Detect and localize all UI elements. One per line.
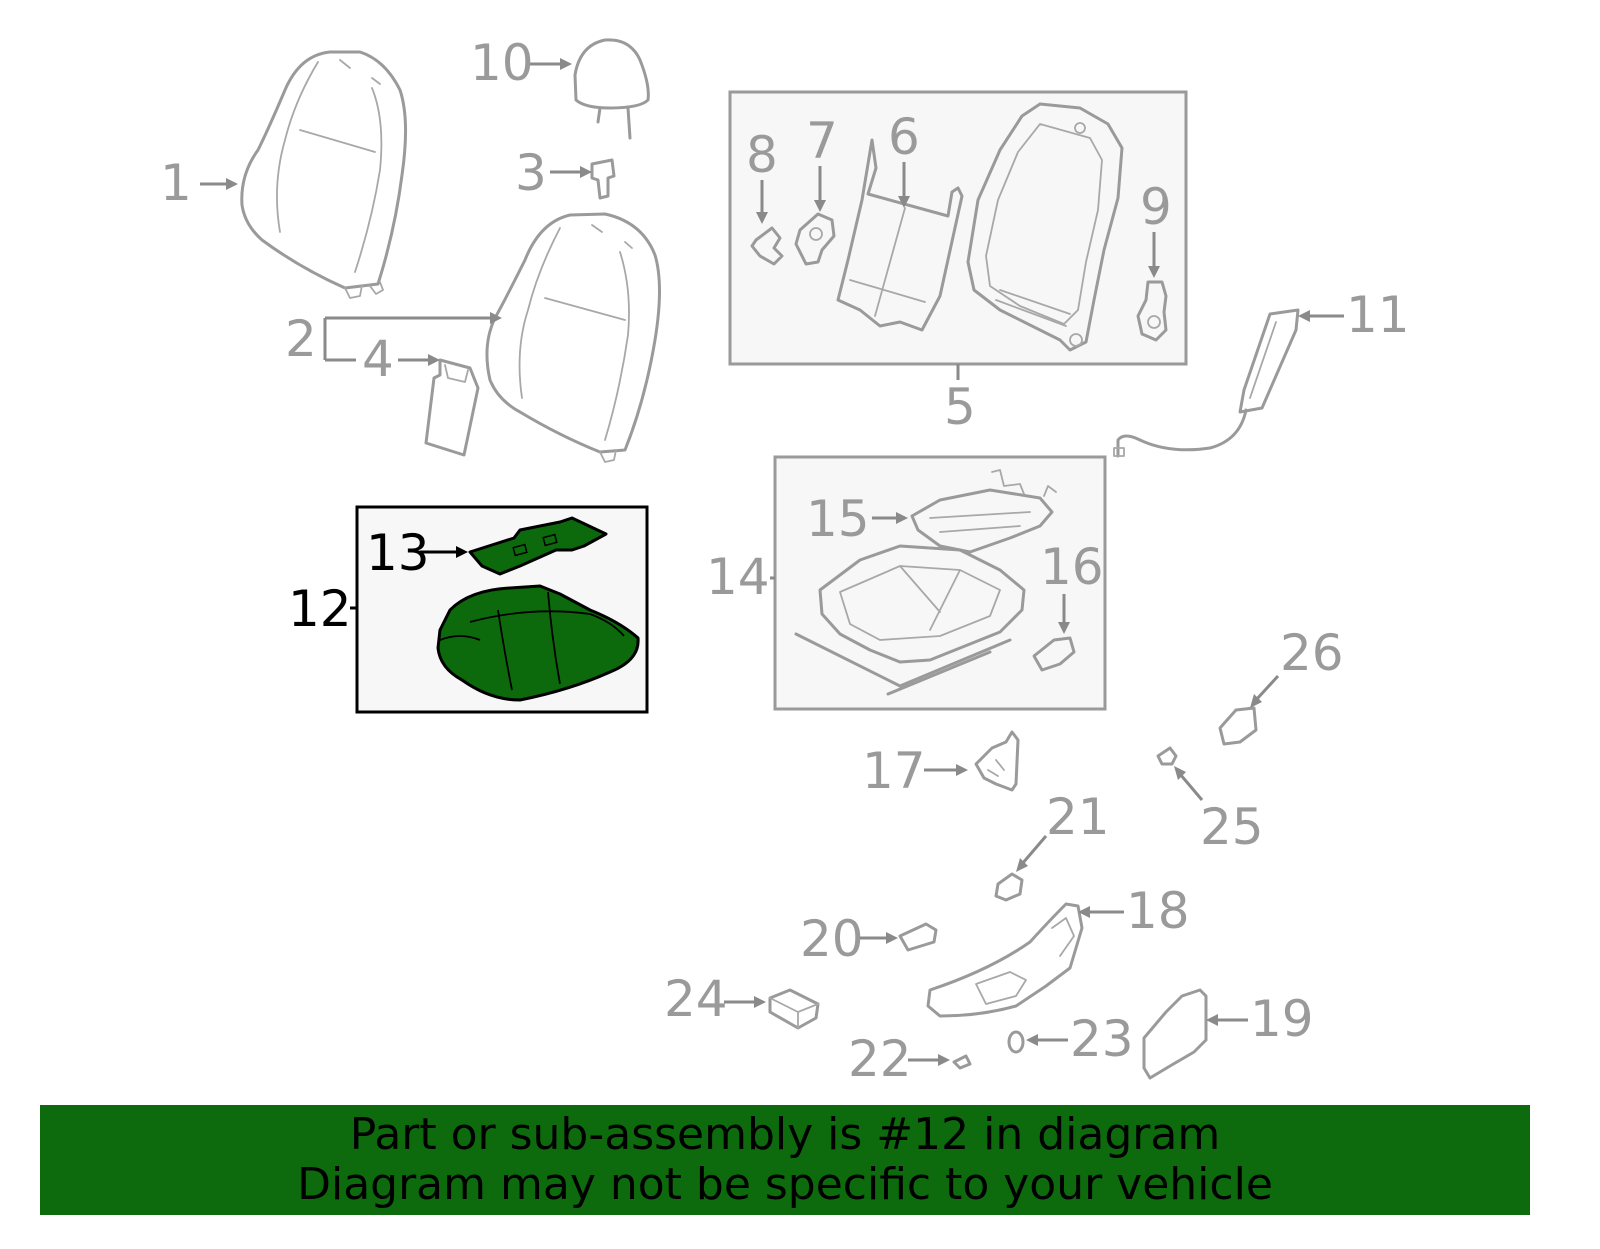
leader-13-arrow [456, 546, 468, 558]
callout-21: 21 [1046, 788, 1110, 846]
callout-26: 26 [1280, 624, 1344, 682]
callout-1: 1 [160, 154, 192, 212]
callout-24: 24 [664, 970, 728, 1028]
part-23-grommet [1007, 1030, 1025, 1054]
part-7-recliner [794, 212, 836, 266]
callout-2: 2 [285, 310, 317, 368]
group-5-frame-box [728, 90, 1188, 366]
footer-line-1: Part or sub-assembly is #12 in diagram [349, 1109, 1221, 1160]
part-1-seatback-cover [240, 50, 408, 299]
callout-8: 8 [746, 126, 778, 184]
leader-26 [1254, 674, 1280, 702]
part-3-guide [590, 158, 616, 200]
seatback-frame [966, 102, 1124, 352]
leader-1-arrow [226, 178, 238, 190]
leader-17-arrow [956, 764, 968, 776]
part-17-harness-bracket [974, 730, 1020, 792]
part-25-clip [1156, 746, 1178, 766]
leader-16-arrow [1058, 622, 1070, 634]
leader-10-arrow [560, 58, 572, 70]
part-10-headrest [573, 38, 650, 140]
callout-10: 10 [470, 34, 534, 92]
leader-9-arrow [1148, 266, 1160, 278]
callout-22: 22 [848, 1030, 912, 1088]
leader-7-arrow [814, 200, 826, 212]
part-9-motor [1136, 280, 1168, 342]
leader-20-arrow [886, 932, 898, 944]
callout-19: 19 [1250, 990, 1314, 1048]
leader-25 [1178, 773, 1204, 801]
leader-4-arrow [428, 354, 440, 366]
leader-15-arrow [896, 512, 908, 524]
seat-track-frame [794, 544, 1026, 696]
leader-23-arrow [1026, 1034, 1038, 1046]
part-16-switch [1032, 636, 1076, 672]
leader-19-arrow [1206, 1014, 1218, 1026]
callout-6: 6 [888, 108, 920, 166]
callout-12: 12 [288, 580, 352, 638]
leader-26-arrow [1250, 694, 1262, 708]
callout-14: 14 [706, 548, 770, 606]
part-20-switch-knob [898, 922, 938, 952]
leader-2-arrow [490, 312, 502, 324]
callout-5: 5 [944, 378, 976, 436]
part-12-seat-cushion [436, 584, 640, 702]
leader-21-arrow [1016, 858, 1028, 872]
leader-21 [1020, 835, 1048, 865]
leader-25-arrow [1174, 766, 1186, 780]
footer-banner: Part or sub-assembly is #12 in diagram D… [40, 1105, 1530, 1215]
leader-18-arrow [1078, 906, 1090, 918]
callout-16: 16 [1040, 538, 1104, 596]
callout-9: 9 [1140, 178, 1172, 236]
leader-3-arrow [580, 166, 592, 178]
callout-25: 25 [1200, 798, 1264, 856]
part-11-side-airbag [1113, 308, 1300, 458]
part-21-knob [994, 872, 1024, 902]
part-2-seatback-assembly [485, 212, 661, 463]
leader-2 [323, 316, 494, 362]
callout-18: 18 [1126, 882, 1190, 940]
leader-22-arrow [938, 1054, 950, 1066]
leader-8-arrow [756, 212, 768, 224]
callout-3: 3 [515, 144, 547, 202]
part-4-board [424, 358, 480, 457]
leader-24-arrow [754, 996, 766, 1008]
callout-20: 20 [800, 910, 864, 968]
part-26-cover [1218, 706, 1258, 746]
callout-7: 7 [806, 112, 838, 170]
part-6-lumbar-mat [836, 138, 964, 332]
leader-6-arrow [898, 196, 910, 208]
callout-15: 15 [806, 490, 870, 548]
part-8-bracket [750, 226, 784, 266]
callout-11: 11 [1346, 286, 1410, 344]
part-22-cap [952, 1054, 972, 1070]
leader-11-arrow [1298, 310, 1310, 322]
part-13-heater-mat [468, 516, 608, 576]
footer-line-2: Diagram may not be specific to your vehi… [297, 1159, 1273, 1210]
callout-17: 17 [862, 742, 926, 800]
part-24-module [768, 988, 820, 1030]
part-18-side-shield [926, 902, 1084, 1018]
callout-13: 13 [366, 524, 430, 582]
part-19-trim-panel [1142, 988, 1208, 1080]
footer-banner-background [40, 1105, 1530, 1215]
callout-4: 4 [362, 330, 394, 388]
callout-23: 23 [1070, 1010, 1134, 1068]
part-15-cushion-frame [910, 469, 1057, 554]
